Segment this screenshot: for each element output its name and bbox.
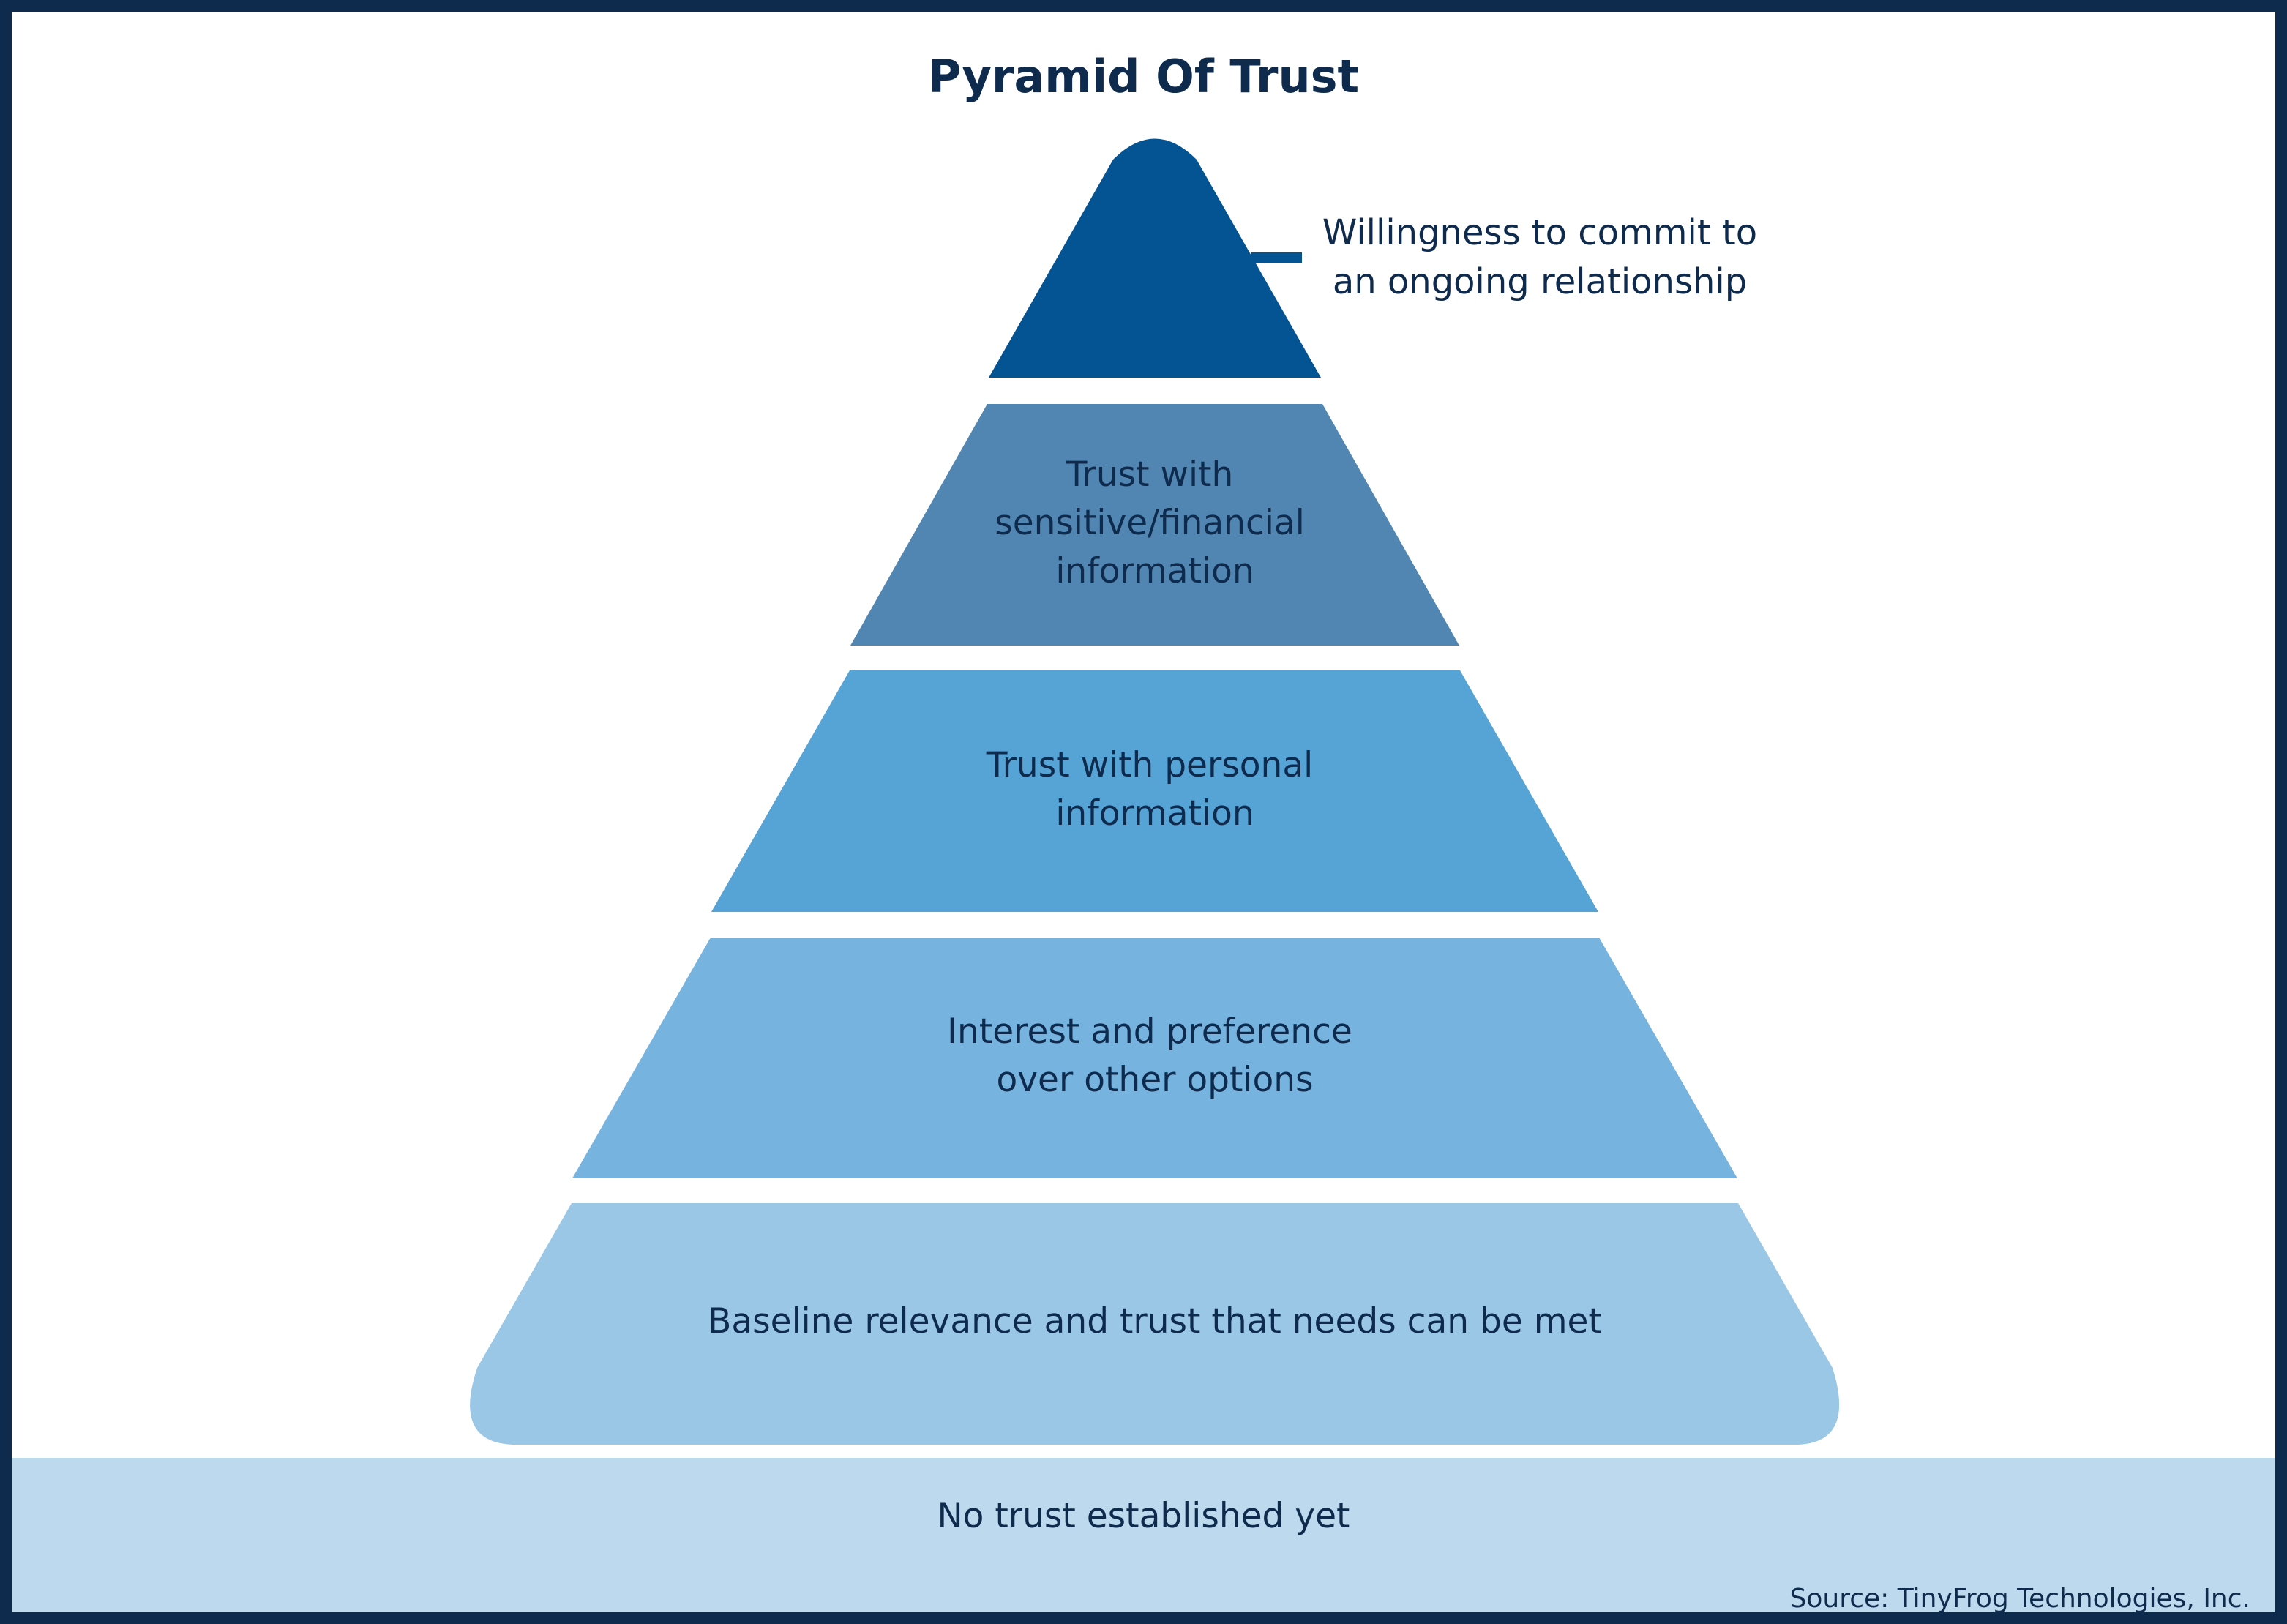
pyramid-level-3 <box>711 670 1598 912</box>
diagram-title: Pyramid Of Trust <box>927 50 1360 103</box>
level-1-label-line-2: an ongoing relationship <box>1333 261 1747 302</box>
pyramid-level-4 <box>572 938 1737 1178</box>
pyramid-level-2 <box>850 404 1459 646</box>
level-1-label-line-1: Willingness to commit to <box>1322 212 1757 253</box>
no-trust-band <box>12 1458 2275 1612</box>
level-2-label-line-3: information <box>1055 551 1254 591</box>
pyramid-level-1 <box>989 138 1321 378</box>
level-2-label-line-2: sensitive/financial <box>995 503 1305 543</box>
source-credit: Source: TinyFrog Technologies, Inc. <box>1789 1584 2250 1614</box>
level-3-label-line-1: Trust with personal <box>986 745 1313 785</box>
level-4-label-line-1: Interest and preference <box>947 1011 1352 1052</box>
top-label-connector <box>1251 252 1302 263</box>
pyramid-diagram: Willingness to commit to an ongoing rela… <box>470 138 1840 1445</box>
level-5-label-line-1: Baseline relevance and trust that needs … <box>708 1301 1602 1342</box>
level-4-label-line-2: over other options <box>996 1060 1313 1100</box>
pyramid-level-5 <box>470 1203 1840 1445</box>
level-3-label-line-2: information <box>1055 793 1254 834</box>
level-2-label-line-1: Trust with <box>1066 454 1233 495</box>
no-trust-label: No trust established yet <box>937 1496 1350 1536</box>
